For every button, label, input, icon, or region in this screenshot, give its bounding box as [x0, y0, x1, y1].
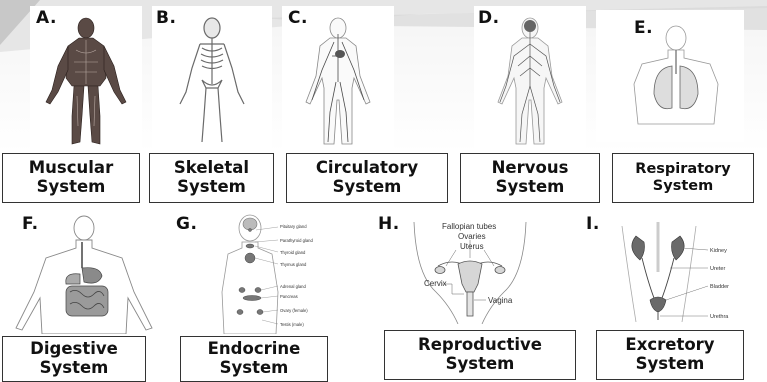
- respiratory-illustration: [614, 24, 726, 140]
- excretory-label-kidney: Kidney: [710, 248, 727, 254]
- reproductive-illustration: Fallopian tubes Ovaries Uterus Cervix Va…: [378, 214, 568, 324]
- label-skeletal-system: Skeletal System: [149, 153, 274, 203]
- panel-circulatory: C.: [282, 6, 394, 148]
- endocrine-label-parathyroid: Parathyroid gland: [280, 238, 313, 243]
- panel-respiratory: E.: [596, 10, 744, 142]
- label-line-2: System: [653, 178, 713, 195]
- label-line-1: Skeletal: [174, 159, 249, 178]
- nervous-system-illustration: [474, 16, 586, 148]
- endocrine-label-pituitary: Pituitary gland: [280, 224, 307, 229]
- excretory-illustration: Kidney Ureter Bladder Urethra: [584, 212, 744, 322]
- endocrine-illustration: Pituitary gland Parathyroid gland Thyroi…: [172, 212, 352, 334]
- heart-icon: [335, 50, 345, 58]
- digestive-illustration: [4, 212, 164, 334]
- label-line-1: Excretory: [625, 336, 714, 355]
- label-line-1: Reproductive: [418, 336, 542, 355]
- reproductive-label-vagina: Vagina: [488, 296, 513, 305]
- panel-muscular: A.: [30, 6, 142, 148]
- label-reproductive-system: Reproductive System: [384, 330, 576, 380]
- label-muscular-system: Muscular System: [2, 153, 140, 203]
- label-line-2: System: [220, 359, 289, 378]
- panel-reproductive: H. Fallopian tubes Ovaries Uterus Cervix…: [378, 214, 568, 324]
- reproductive-label-uterus: Uterus: [460, 242, 484, 251]
- circulatory-illustration: [282, 16, 394, 148]
- endocrine-label-ovary: Ovary (female): [280, 308, 308, 313]
- label-line-2: System: [496, 178, 565, 197]
- label-line-1: Digestive: [30, 340, 118, 359]
- panel-skeletal: B.: [152, 6, 272, 148]
- panel-digestive: F.: [4, 212, 164, 334]
- reproductive-label-cervix: Cervix: [424, 279, 447, 288]
- label-line-1: Endocrine: [208, 340, 301, 359]
- label-line-2: System: [177, 178, 246, 197]
- label-endocrine-system: Endocrine System: [180, 336, 328, 382]
- label-nervous-system: Nervous System: [460, 153, 600, 203]
- endocrine-label-pancreas: Pancreas: [280, 294, 298, 299]
- endocrine-label-thyroid: Thyroid gland: [280, 250, 306, 255]
- label-line-2: System: [446, 355, 515, 374]
- label-respiratory-system: Respiratory System: [612, 153, 754, 203]
- reproductive-label-fallopian-tubes: Fallopian tubes: [442, 222, 496, 231]
- skeleton-illustration: [152, 16, 272, 148]
- label-line-2: System: [333, 178, 402, 197]
- label-circulatory-system: Circulatory System: [286, 153, 448, 203]
- label-line-1: Circulatory: [316, 159, 418, 178]
- endocrine-label-testis: Testis (male): [280, 322, 304, 327]
- label-excretory-system: Excretory System: [596, 330, 744, 380]
- muscular-figure-illustration: [30, 16, 142, 148]
- excretory-label-ureter: Ureter: [710, 266, 725, 272]
- reproductive-label-ovaries: Ovaries: [458, 232, 486, 241]
- endocrine-label-thymus: Thymus gland: [280, 262, 307, 267]
- label-digestive-system: Digestive System: [2, 336, 146, 382]
- panel-endocrine: G. Pituitary gland Parathyroid gl: [172, 212, 352, 334]
- endocrine-label-adrenal: Adrenal gland: [280, 284, 307, 289]
- label-line-1: Muscular: [29, 159, 113, 178]
- panel-excretory: I. Kidney Ureter Bladder Urethra: [584, 212, 744, 322]
- label-line-1: Respiratory: [635, 161, 730, 178]
- label-line-2: System: [636, 355, 705, 374]
- label-line-2: System: [40, 359, 109, 378]
- panel-nervous: D.: [474, 6, 586, 148]
- excretory-label-urethra: Urethra: [710, 314, 729, 320]
- label-line-1: Nervous: [492, 159, 569, 178]
- label-line-2: System: [37, 178, 106, 197]
- excretory-label-bladder: Bladder: [710, 284, 729, 290]
